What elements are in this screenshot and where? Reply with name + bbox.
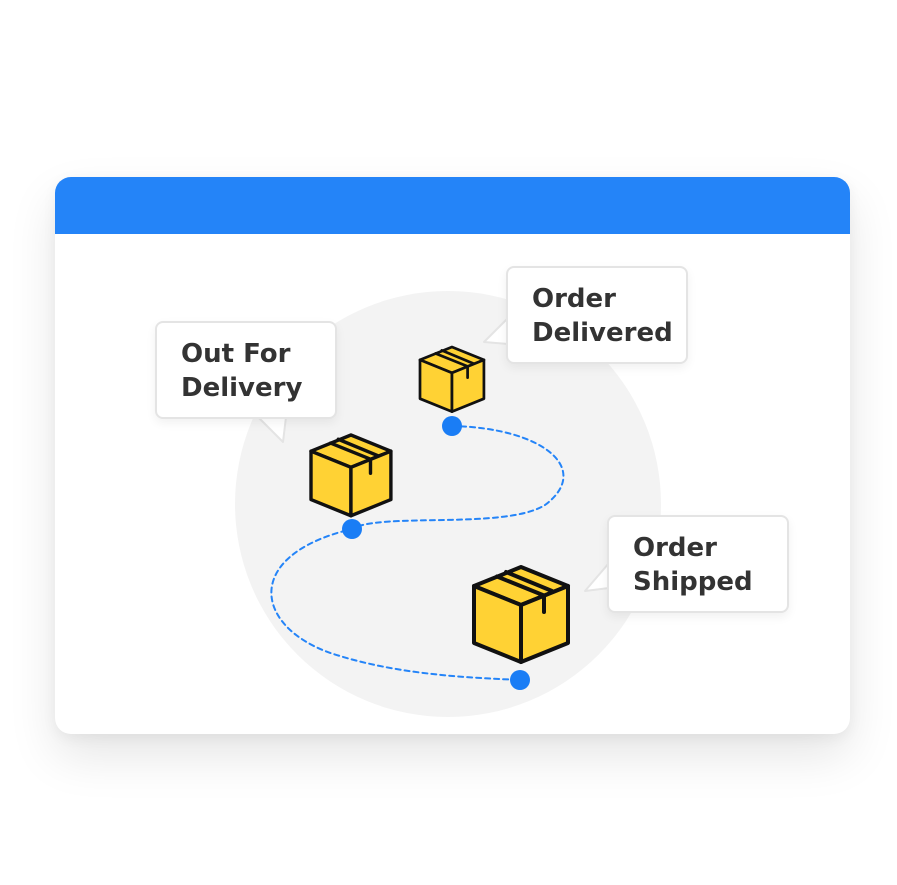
waypoint-dot-out-for-delivery bbox=[342, 519, 362, 539]
bubble-label-line-1: Order bbox=[633, 533, 717, 563]
status-bubble-order-delivered: Order Delivered bbox=[506, 266, 688, 364]
package-box-icon bbox=[472, 565, 570, 664]
status-bubble-order-shipped: Order Shipped bbox=[607, 515, 789, 613]
bubble-label-line-2: Delivery bbox=[181, 373, 303, 403]
waypoint-dot-shipped bbox=[510, 670, 530, 690]
bubble-label-line-1: Out For bbox=[181, 339, 291, 369]
bubble-tail-out-for-delivery bbox=[257, 416, 287, 443]
bubble-tail-order-delivered bbox=[483, 317, 509, 345]
bubble-tail-order-shipped bbox=[584, 562, 610, 592]
bubble-label-line-1: Order bbox=[532, 284, 616, 314]
status-bubble-out-for-delivery: Out For Delivery bbox=[155, 321, 337, 419]
waypoint-dot-delivered bbox=[442, 416, 462, 436]
bubble-label-line-2: Shipped bbox=[633, 567, 753, 597]
bubble-label-line-2: Delivered bbox=[532, 318, 673, 348]
package-box-icon bbox=[418, 345, 486, 413]
package-box-icon bbox=[309, 433, 393, 518]
window-titlebar bbox=[55, 177, 850, 234]
